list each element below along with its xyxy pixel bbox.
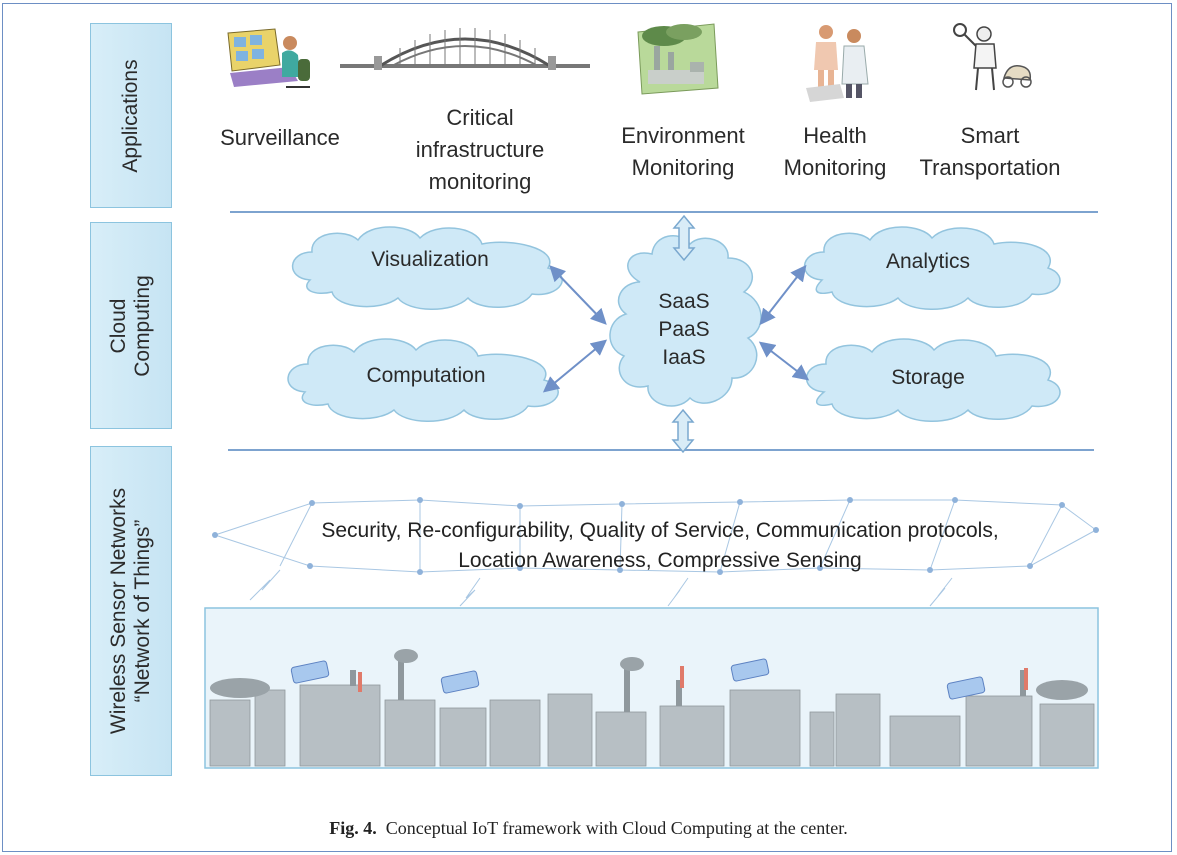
smoke-clouds: [210, 649, 1088, 700]
app-label-health: Health Monitoring: [770, 120, 900, 184]
bridge-icon: [340, 28, 590, 70]
factory-environment-icon: [637, 23, 719, 95]
storage-label: Storage: [891, 366, 965, 389]
lower-vertical-arrow: [671, 408, 695, 454]
figure-caption: Fig. 4. Conceptual IoT framework with Cl…: [0, 818, 1177, 839]
applications-cloud-divider: [230, 211, 1098, 213]
computation-label: Computation: [366, 364, 486, 387]
app-critical-line1: Critical: [446, 105, 514, 130]
caption-label: Fig. 4.: [329, 818, 377, 838]
layer-label-applications: Applications: [90, 23, 172, 208]
wsn-features-text: Security, Re-configurability, Quality of…: [210, 516, 1110, 576]
wsn-features-line2: Location Awareness, Compressive Sensing: [458, 549, 862, 572]
paas-label: PaaS: [658, 318, 710, 341]
app-environment-line1: Environment: [621, 123, 745, 148]
app-label-smart-transportation: Smart Transportation: [900, 120, 1080, 184]
city-chimneys: [350, 660, 1026, 712]
app-health-line2: Monitoring: [783, 155, 887, 180]
patient-doctor-icon: [806, 25, 869, 102]
app-label-surveillance: Surveillance: [205, 122, 355, 154]
app-critical-line3: monitoring: [428, 169, 532, 194]
service-models-label: SaaS PaaS IaaS: [634, 288, 734, 372]
app-health-line1: Health: [803, 123, 867, 148]
saas-label: SaaS: [658, 290, 710, 313]
wsn-features-line1: Security, Re-configurability, Quality of…: [321, 519, 999, 542]
visualization-label: Visualization: [371, 248, 489, 271]
upper-vertical-arrow: [672, 214, 696, 262]
figure-frame: [2, 3, 1172, 852]
security-cameras: [290, 658, 986, 700]
analytics-label: Analytics: [885, 250, 971, 273]
surveillance-operator-icon: [227, 28, 310, 88]
storage-cloud: [805, 338, 1061, 422]
app-surveillance-line1: Surveillance: [220, 125, 340, 150]
sensor-nodes: [212, 497, 1099, 575]
cloud-wsn-divider: [228, 449, 1094, 451]
app-critical-line2: infrastructure: [415, 137, 545, 162]
traffic-officer-icon: [953, 23, 1032, 91]
app-label-critical-infrastructure: Critical infrastructure monitoring: [390, 102, 570, 198]
thermometers: [358, 666, 1028, 692]
caption-text: Conceptual IoT framework with Cloud Comp…: [385, 818, 848, 838]
iaas-label: IaaS: [662, 346, 706, 369]
city-skyline: [209, 684, 1095, 767]
app-transport-line2: Transportation: [919, 155, 1061, 180]
app-environment-line2: Monitoring: [631, 155, 735, 180]
app-label-environment: Environment Monitoring: [608, 120, 758, 184]
app-transport-line1: Smart: [960, 123, 1020, 148]
analytics-cloud: [803, 226, 1061, 310]
layer-label-wsn: Wireless Sensor Networks“Network of Thin…: [90, 446, 172, 776]
visualization-cloud: [291, 226, 563, 310]
